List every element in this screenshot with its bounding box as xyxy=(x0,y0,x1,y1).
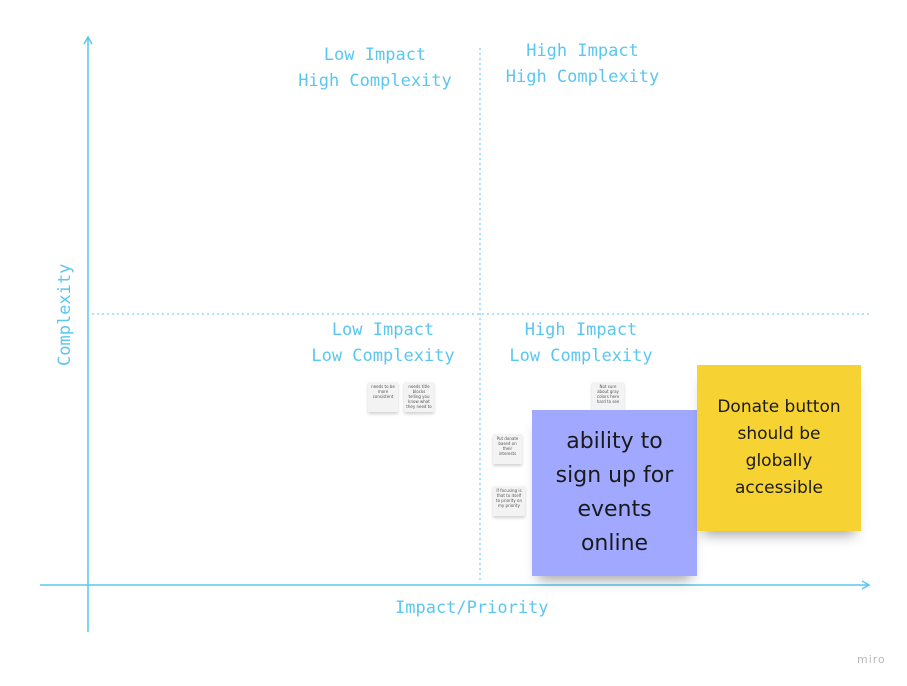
mini-sticky-note[interactable]: needs title blocks telling you know what… xyxy=(404,382,434,412)
quadrant-label-low-impact-high-complexity: Low Impact High Complexity xyxy=(298,45,452,91)
x-axis-label: Impact/Priority xyxy=(395,598,549,618)
sticky-note-text: ability to sign up for events online xyxy=(555,429,674,556)
x-axis-arrow xyxy=(861,580,871,590)
mini-sticky-note[interactable]: If focusing is that to itself to priorit… xyxy=(493,486,525,516)
y-axis-arrow xyxy=(83,35,93,45)
mini-sticky-note[interactable]: Put donate based on their interests xyxy=(493,434,522,464)
sticky-note-text: Donate button should be globally accessi… xyxy=(717,397,841,498)
quadrant-label-high-impact-high-complexity: High Impact High Complexity xyxy=(505,41,660,87)
mini-sticky-note[interactable]: needs to be more consistent xyxy=(368,382,398,412)
miro-logo: miro xyxy=(857,653,886,666)
mini-sticky-note[interactable]: Not sure about gray colors here hard to … xyxy=(592,382,624,410)
y-axis-label: Complexity xyxy=(55,263,75,366)
sticky-note-donate-button[interactable]: Donate button should be globally accessi… xyxy=(697,365,861,531)
sticky-note-events-signup[interactable]: ability to sign up for events online xyxy=(532,410,697,576)
quadrant-label-high-impact-low-complexity: High Impact Low Complexity xyxy=(509,320,653,366)
quadrant-label-low-impact-low-complexity: Low Impact Low Complexity xyxy=(311,320,455,366)
